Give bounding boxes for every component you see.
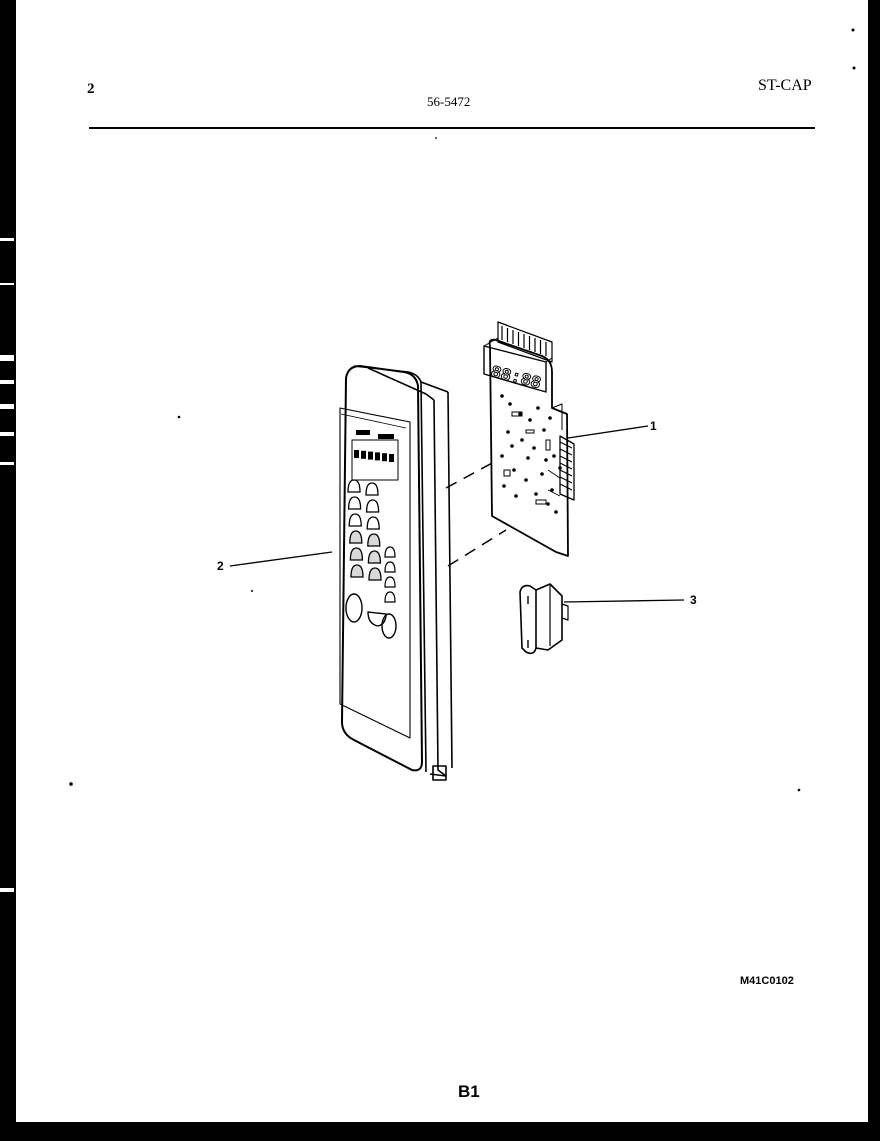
- header-rule: [89, 127, 815, 129]
- board-component: [528, 418, 532, 422]
- board-chip: [503, 469, 511, 477]
- keypad-button: [367, 550, 382, 564]
- board-chip: [525, 429, 535, 434]
- board-chip: [511, 411, 523, 417]
- display-digits: 88:88: [489, 363, 543, 394]
- keypad-button: [350, 564, 364, 578]
- board-component: [518, 412, 522, 416]
- leader-line-1: [567, 425, 649, 439]
- stop-key: [367, 611, 387, 627]
- keypad-button: [348, 513, 362, 527]
- callout-label-2: 2: [217, 559, 224, 573]
- keypad-button: [384, 591, 396, 603]
- callout-label-3: 3: [690, 593, 697, 607]
- scan-artifact: [0, 888, 14, 892]
- board-component: [526, 456, 530, 460]
- connector-pin: [559, 476, 573, 484]
- keypad-button: [384, 576, 396, 588]
- keypad-button: [384, 546, 396, 558]
- control-panel-part: [339, 365, 453, 781]
- keypad-button: [365, 499, 380, 513]
- parts-diagram-sheet: 2 56-5472 ST-CAP: [16, 0, 868, 1122]
- board-chip: [545, 439, 551, 451]
- board-component: [532, 446, 536, 450]
- connector-pin: [559, 455, 573, 463]
- board-component: [548, 416, 552, 420]
- board-component: [512, 468, 516, 472]
- circuit-board-part: [483, 321, 575, 557]
- clear-key: [381, 613, 397, 639]
- board-component: [544, 458, 548, 462]
- board-component: [524, 478, 528, 482]
- scan-artifact: [0, 238, 14, 241]
- board-component: [554, 510, 558, 514]
- keypad-button: [384, 561, 396, 573]
- board-chip: [535, 499, 547, 505]
- window-glyph: [382, 453, 387, 462]
- window-glyph: [356, 430, 370, 435]
- board-component: [510, 444, 514, 448]
- board-component: [536, 406, 540, 410]
- scan-artifact: [0, 283, 14, 285]
- section-code: B1: [458, 1082, 480, 1101]
- board-component: [542, 428, 546, 432]
- board-component: [550, 488, 554, 492]
- component-marks: [354, 326, 573, 514]
- board-component: [506, 430, 510, 434]
- window-glyph: [378, 434, 394, 439]
- scan-artifact: [0, 404, 14, 409]
- window-glyph: [354, 450, 359, 458]
- connector-pin: [559, 483, 573, 491]
- board-component: [502, 484, 506, 488]
- window-glyph: [368, 451, 373, 460]
- board-component: [534, 492, 538, 496]
- keypad-button: [347, 496, 362, 510]
- window-glyph: [375, 452, 380, 461]
- scan-specks: [69, 28, 856, 792]
- keypad-button: [347, 479, 361, 493]
- connector-pin: [559, 469, 573, 477]
- brand-code: ST-CAP: [758, 77, 812, 94]
- connector-pin: [559, 448, 573, 456]
- window-glyph: [361, 450, 366, 459]
- keypad-button: [367, 533, 381, 547]
- scan-artifact: [0, 355, 14, 361]
- board-component: [514, 494, 518, 498]
- keypad-button: [366, 516, 380, 530]
- board-component: [500, 454, 504, 458]
- assembly-line: [445, 461, 495, 489]
- board-component: [508, 402, 512, 406]
- board-component: [500, 394, 504, 398]
- bracket-part: [519, 583, 569, 655]
- scan-artifact: [0, 380, 14, 384]
- connector-pin: [559, 441, 573, 449]
- board-component: [552, 454, 556, 458]
- callout-label-1: 1: [650, 419, 657, 433]
- figure-code: M41C0102: [740, 975, 794, 987]
- exploded-view-diagram: 88:88 1 2 3: [69, 28, 856, 792]
- board-component: [540, 472, 544, 476]
- model-number: 56-5472: [427, 94, 471, 109]
- page-number: 2: [87, 81, 95, 97]
- keypad-button: [349, 547, 364, 561]
- leader-line-3: [563, 599, 685, 603]
- keypad-button: [349, 530, 363, 544]
- connector-pin: [559, 462, 573, 470]
- scan-artifact: [0, 462, 14, 465]
- keypad: [345, 479, 397, 639]
- scan-artifact: [0, 432, 14, 436]
- keypad-button: [368, 567, 382, 581]
- board-component: [558, 466, 562, 470]
- keypad-button: [365, 482, 379, 496]
- board-component: [546, 502, 550, 506]
- assembly-line: [447, 529, 507, 567]
- start-key: [345, 593, 363, 623]
- window-glyph: [389, 454, 394, 462]
- leader-line-2: [229, 551, 333, 567]
- board-component: [520, 438, 524, 442]
